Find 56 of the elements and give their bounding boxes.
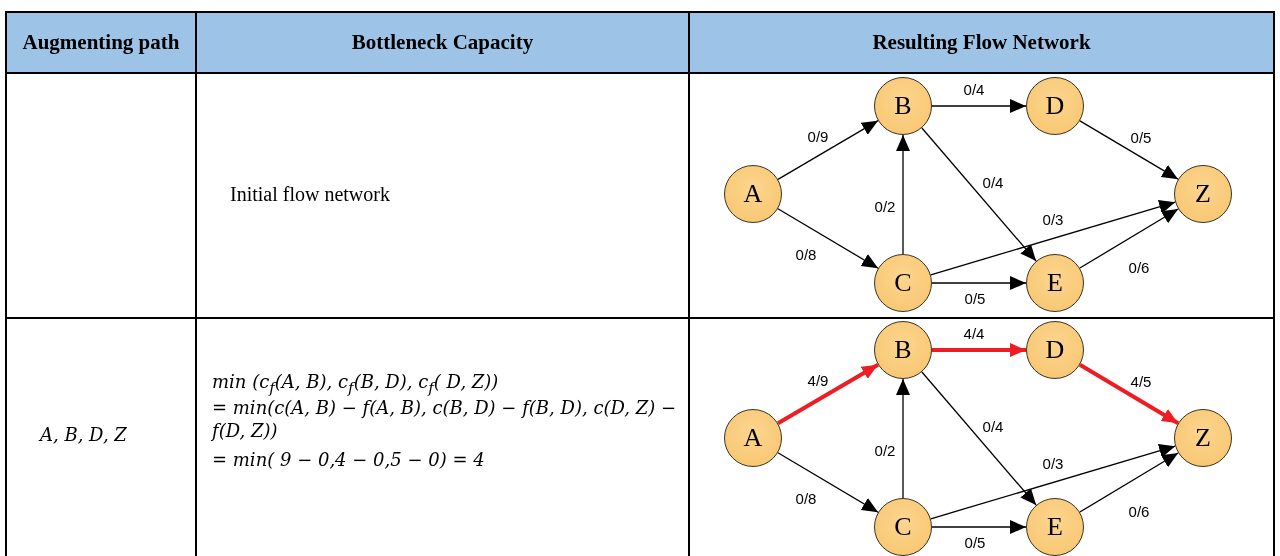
- arrow: [921, 127, 1037, 262]
- arrow: [931, 276, 1027, 290]
- arrow: [930, 444, 1176, 520]
- edge-label: 0/2: [874, 441, 896, 458]
- node-circle: E: [1026, 498, 1084, 556]
- edge-label: 4/9: [807, 371, 829, 389]
- arrow: [777, 120, 879, 180]
- cell-text: A, B, D, Z: [40, 424, 128, 445]
- arrow: [921, 371, 1037, 506]
- edge-label: 0/9: [807, 127, 829, 145]
- edge-label: 0/4: [963, 80, 985, 98]
- arrow: [896, 378, 910, 499]
- arrow: [1078, 363, 1180, 425]
- edge-label: 0/6: [1128, 258, 1150, 275]
- arrow: [777, 362, 879, 426]
- node-circle: E: [1026, 254, 1084, 312]
- edge-label: 0/6: [1128, 502, 1150, 519]
- edge-label: 0/2: [874, 197, 896, 214]
- edge-label: 0/3: [1042, 454, 1064, 471]
- arrow: [1079, 452, 1179, 513]
- edge-label: 4/5: [1130, 372, 1152, 390]
- arrow: [931, 520, 1027, 534]
- edge-label: 0/5: [964, 533, 986, 551]
- arrow: [777, 208, 879, 269]
- node-circle: Z: [1174, 409, 1232, 467]
- formula: = min(c(A, B) − f(A, B), c(B, D) − f(B, D), c(D, Z) − f(D, Z)): [212, 396, 678, 443]
- edge-label: 0/4: [982, 417, 1004, 434]
- arrow: [930, 200, 1176, 276]
- column-header: Augmenting path: [7, 13, 195, 72]
- arrow: [932, 343, 1026, 357]
- node-circle: D: [1026, 77, 1084, 135]
- node-circle: B: [874, 77, 932, 135]
- arrow: [931, 99, 1027, 113]
- edge-label: 0/5: [964, 289, 986, 307]
- arrow: [1079, 120, 1179, 180]
- column-header: Resulting Flow Network: [690, 13, 1273, 72]
- node-circle: C: [874, 254, 932, 312]
- arrow: [777, 452, 879, 513]
- node-circle: D: [1026, 321, 1084, 379]
- cell-text: Initial flow network: [230, 183, 391, 206]
- column-header: Bottleneck Capacity: [197, 13, 688, 72]
- node-circle: A: [724, 165, 782, 223]
- edge-label: 4/4: [963, 324, 985, 342]
- edge-label: 0/5: [1130, 128, 1152, 146]
- formula: min (c$_{f}$(A, B), c$_{f}$(B, D), c$_{f}$( D, Z)): [212, 370, 500, 399]
- edge-label: 0/3: [1042, 210, 1064, 227]
- edge-label: 0/8: [795, 489, 817, 506]
- edge-label: 0/8: [795, 245, 817, 262]
- node-circle: B: [874, 321, 932, 379]
- node-circle: Z: [1174, 165, 1232, 223]
- node-circle: C: [874, 498, 932, 556]
- arrow: [1079, 208, 1179, 269]
- arrow: [896, 134, 910, 255]
- edge-label: 0/4: [982, 173, 1004, 190]
- node-circle: A: [724, 409, 782, 467]
- formula: = min( 9 − 0,4 − 0,5 − 0) = 4: [212, 448, 486, 472]
